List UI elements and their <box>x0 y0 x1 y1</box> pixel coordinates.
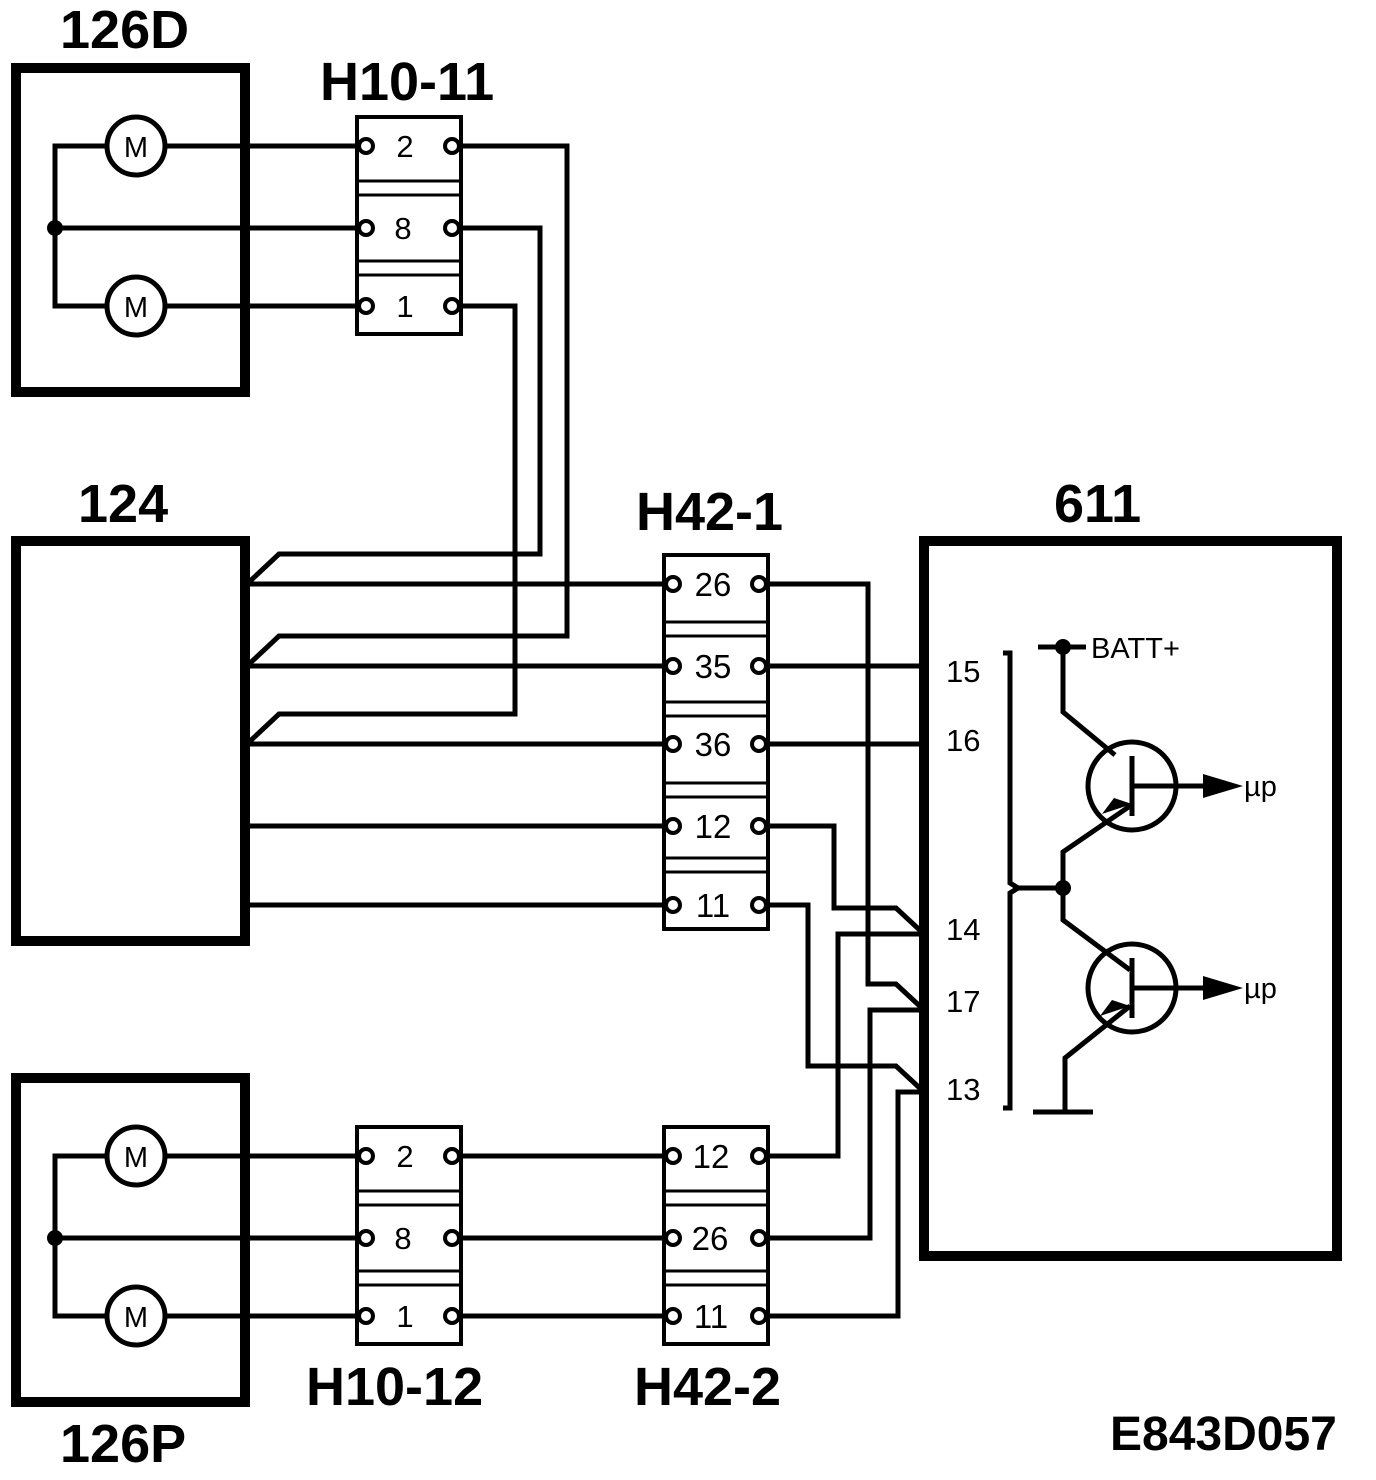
connector-pin-label: 36 <box>695 726 732 763</box>
connector-pin-label: 2 <box>396 129 413 164</box>
input-arrow-icon <box>1203 774 1243 798</box>
module-124-title: 124 <box>78 474 168 534</box>
terminal-icon <box>664 735 682 753</box>
figure-reference: E843D057 <box>1110 1408 1337 1461</box>
terminal-icon <box>357 1147 375 1165</box>
terminal-icon <box>357 1307 375 1325</box>
terminal-icon <box>443 1229 461 1247</box>
connector-pin-label: 26 <box>695 566 732 603</box>
terminal-icon <box>443 1147 461 1165</box>
terminal-icon <box>664 817 682 835</box>
terminal-icon <box>664 657 682 675</box>
connector-pin-label: 1 <box>396 289 413 324</box>
wire <box>764 1007 924 1241</box>
terminal-icon <box>664 896 682 914</box>
motor-box-126d-internal-wiring <box>52 143 108 309</box>
terminal-icon <box>443 137 461 155</box>
batt-plus-label: BATT+ <box>1091 633 1180 665</box>
terminal-icon <box>443 1307 461 1325</box>
connector-pin-label: 11 <box>696 887 730 924</box>
ecu-pin-label: 15 <box>946 654 980 689</box>
terminal-icon <box>750 896 768 914</box>
module-124: 124 <box>11 474 250 946</box>
terminal-icon <box>664 1229 682 1247</box>
ecu-pin-label: 16 <box>946 723 980 758</box>
connector-pin-label: 12 <box>693 1138 730 1175</box>
motor-symbol: M <box>124 1142 148 1174</box>
motor-box-126p: 126P M M <box>11 1073 250 1474</box>
wire <box>764 1089 924 1319</box>
wire <box>764 581 926 1012</box>
connector-h42-1: H42-1 26 35 36 12 11 <box>636 482 783 931</box>
terminal-icon <box>750 1307 768 1325</box>
wire <box>764 902 926 1094</box>
motor-symbol: M <box>124 132 148 164</box>
motor-icon: M <box>104 274 168 338</box>
terminal-icon <box>357 219 375 237</box>
ecu-611-title: 611 <box>1054 474 1141 534</box>
terminal-icon <box>443 219 461 237</box>
terminal-icon <box>357 297 375 315</box>
motor-icon: M <box>104 114 168 178</box>
terminal-icon <box>750 1147 768 1165</box>
motor-box-126d: 126D M M <box>11 0 250 397</box>
junction-dot <box>1055 639 1071 655</box>
terminal-icon <box>357 1229 375 1247</box>
terminal-icon <box>664 1147 682 1165</box>
connector-h42-1-title: H42-1 <box>636 482 783 542</box>
module-124-outline <box>11 536 250 946</box>
input-arrow-icon <box>1203 976 1243 1000</box>
connector-pin-label: 26 <box>692 1220 729 1257</box>
motor-icon: M <box>104 1284 168 1348</box>
terminal-icon <box>750 817 768 835</box>
connector-pin-label: 1 <box>396 1299 413 1334</box>
connector-pin-label: 8 <box>394 1221 411 1256</box>
wire <box>764 823 926 936</box>
terminal-icon <box>664 575 682 593</box>
connector-h42-2: H42-2 12 26 11 <box>634 1125 781 1417</box>
transistor-icon <box>1033 888 1212 1115</box>
wire <box>245 303 518 746</box>
motor-box-126d-title: 126D <box>60 0 189 60</box>
connector-h10-12-title: H10-12 <box>306 1357 483 1417</box>
connector-pin-label: 2 <box>396 1139 413 1174</box>
motor-box-126p-title: 126P <box>60 1414 186 1474</box>
wire <box>245 225 543 586</box>
ecu-611: 611 15 16 14 17 13 BATT+ µp µp <box>919 474 1342 1261</box>
ecu-pin-label: 13 <box>946 1072 980 1107</box>
terminal-icon <box>750 575 768 593</box>
motor-symbol: M <box>124 1302 148 1334</box>
connector-h10-12: H10-12 2 8 1 <box>306 1125 483 1417</box>
pin-group-brace <box>1003 650 1023 1111</box>
mu-label: µp <box>1244 973 1277 1005</box>
motor-box-126p-internal-wiring <box>52 1153 108 1319</box>
terminal-icon <box>750 657 768 675</box>
terminal-icon <box>750 1229 768 1247</box>
connector-pin-label: 8 <box>394 211 411 246</box>
motor-symbol: M <box>124 292 148 324</box>
ecu-pin-label: 17 <box>946 984 980 1019</box>
motor-icon: M <box>104 1124 168 1188</box>
connector-h10-11: H10-11 2 8 1 <box>320 52 494 336</box>
harness-wires <box>55 143 926 1319</box>
wire <box>764 931 924 1159</box>
terminal-icon <box>664 1307 682 1325</box>
terminal-icon <box>357 137 375 155</box>
connector-h10-11-title: H10-11 <box>320 52 494 112</box>
ecu-611-outline <box>919 536 1342 1261</box>
mu-label: µp <box>1244 771 1277 803</box>
transistor-icon <box>1060 739 1212 888</box>
connector-h42-2-title: H42-2 <box>634 1357 781 1417</box>
connector-pin-label: 12 <box>695 808 732 845</box>
connector-pin-label: 35 <box>695 648 732 685</box>
wire <box>245 143 570 668</box>
connector-pin-label: 11 <box>694 1298 728 1335</box>
terminal-icon <box>750 735 768 753</box>
ecu-pin-label: 14 <box>946 912 980 947</box>
terminal-icon <box>443 297 461 315</box>
